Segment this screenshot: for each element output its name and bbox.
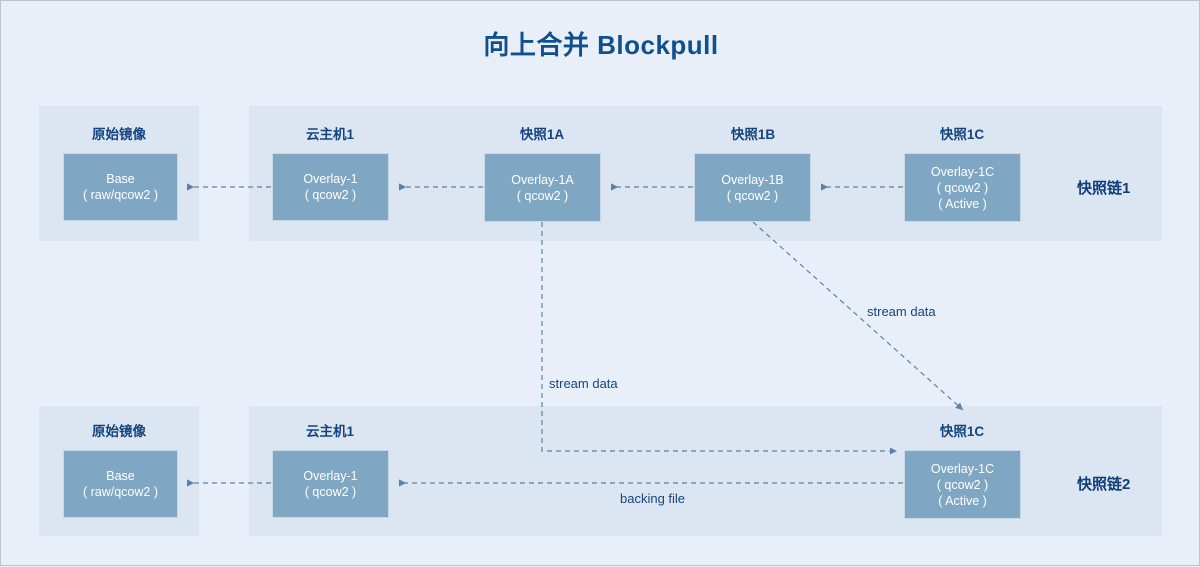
- node-line-2: ( qcow2 ): [516, 188, 569, 203]
- node-chain2-overlay-1c[interactable]: Overlay-1C ( qcow2 ) ( Active ): [904, 450, 1021, 519]
- caption-chain1-original-image: 原始镜像: [92, 127, 146, 142]
- node-line-1: Overlay-1A: [511, 172, 574, 187]
- node-line-2: ( qcow2 ): [304, 485, 357, 499]
- edge-label-backing-file: backing file: [620, 491, 686, 506]
- node-line-2: ( qcow2 ): [936, 477, 989, 492]
- caption-chain2-host: 云主机1: [305, 424, 354, 439]
- node-line-1: Base: [106, 172, 135, 186]
- edge-label-stream-data-vertical: stream data: [549, 376, 618, 391]
- node-line-2: ( qcow2 ): [726, 188, 779, 203]
- node-chain1-overlay-1b[interactable]: Overlay-1B ( qcow2 ): [694, 153, 811, 222]
- node-line-2: ( qcow2 ): [304, 188, 357, 202]
- chain-label-1: 快照链1: [1077, 180, 1131, 197]
- node-chain1-base[interactable]: Base ( raw/qcow2 ): [63, 153, 178, 221]
- edge-label-stream-data-diagonal: stream data: [867, 304, 936, 319]
- node-chain1-overlay-1[interactable]: Overlay-1 ( qcow2 ): [272, 153, 389, 221]
- node-line-3: ( Active ): [938, 493, 987, 508]
- caption-chain2-original-image: 原始镜像: [92, 424, 146, 439]
- node-chain1-overlay-1a[interactable]: Overlay-1A ( qcow2 ): [484, 153, 601, 222]
- page-title: 向上合并 Blockpull: [483, 30, 719, 60]
- node-line-1: Overlay-1C: [930, 164, 995, 179]
- node-chain2-base[interactable]: Base ( raw/qcow2 ): [63, 450, 178, 518]
- node-line-1: Base: [106, 469, 135, 483]
- caption-chain2-snapshot-1c: 快照1C: [939, 424, 985, 439]
- caption-chain1-snapshot-1a: 快照1A: [519, 127, 565, 142]
- node-line-2: ( raw/qcow2 ): [82, 485, 159, 499]
- node-line-3: ( Active ): [938, 196, 987, 211]
- node-line-1: Overlay-1B: [721, 172, 784, 187]
- node-line-2: ( raw/qcow2 ): [82, 188, 159, 202]
- caption-chain1-snapshot-1c: 快照1C: [939, 127, 985, 142]
- caption-chain1-host: 云主机1: [305, 127, 354, 142]
- node-line-1: Overlay-1: [303, 469, 358, 483]
- node-line-1: Overlay-1: [303, 172, 358, 186]
- chain-label-2: 快照链2: [1077, 476, 1131, 493]
- caption-chain1-snapshot-1b: 快照1B: [730, 127, 776, 142]
- node-line-1: Overlay-1C: [930, 461, 995, 476]
- node-chain1-overlay-1c[interactable]: Overlay-1C ( qcow2 ) ( Active ): [904, 153, 1021, 222]
- node-line-2: ( qcow2 ): [936, 180, 989, 195]
- node-chain2-overlay-1[interactable]: Overlay-1 ( qcow2 ): [272, 450, 389, 518]
